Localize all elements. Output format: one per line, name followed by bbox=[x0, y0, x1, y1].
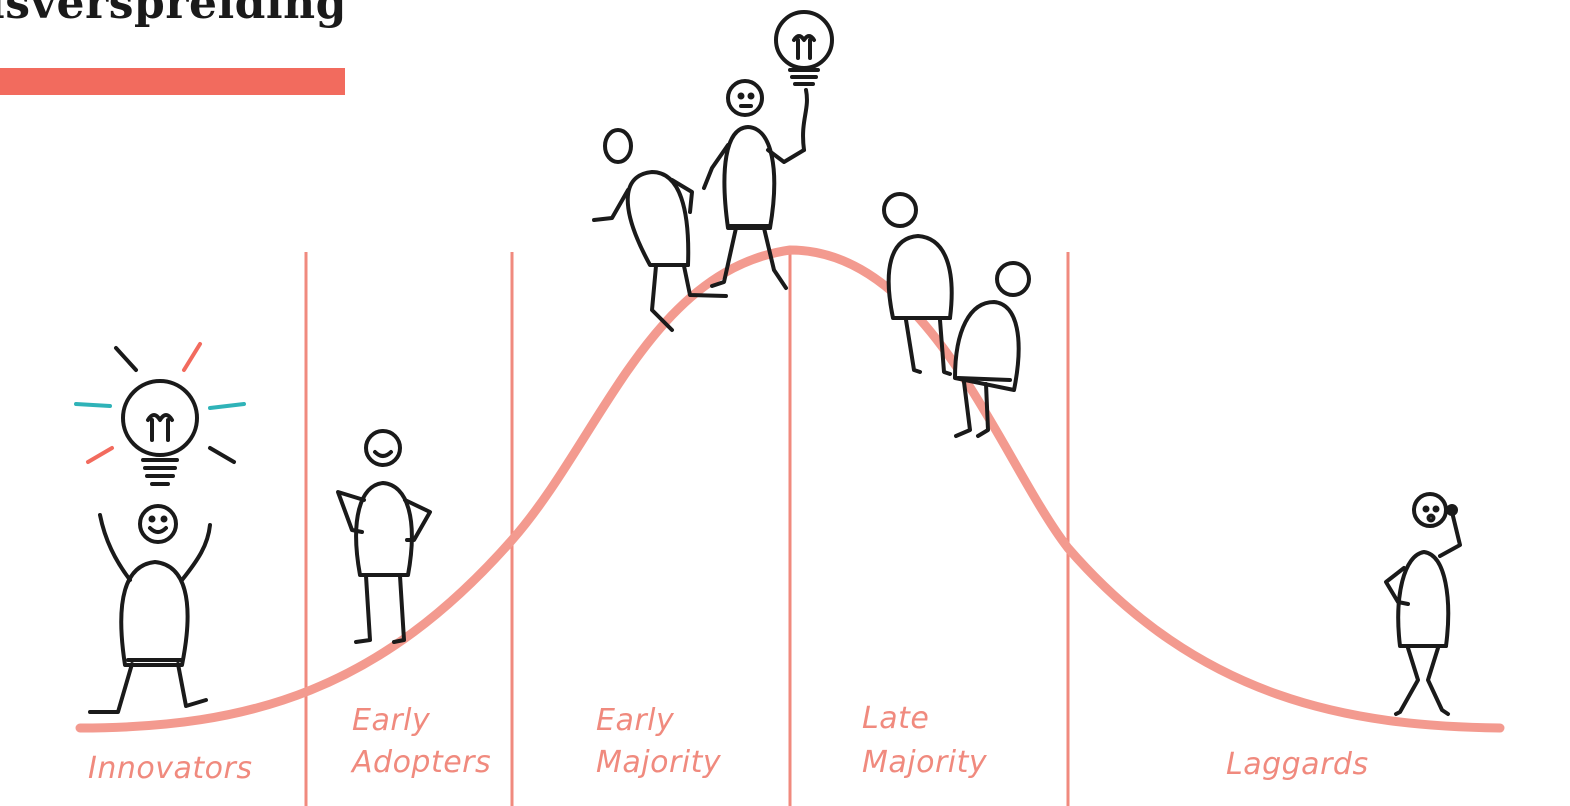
label-laggards: Laggards bbox=[1226, 747, 1369, 782]
balloon-lightbulb-icon bbox=[774, 10, 834, 86]
label-early-adopters-2: Adopters bbox=[350, 745, 491, 780]
late-majority-figures bbox=[882, 192, 1031, 438]
label-early-adopters-1: Early bbox=[352, 703, 431, 738]
title-underline-bar bbox=[0, 68, 345, 95]
label-early-majority-2: Majority bbox=[596, 745, 722, 780]
label-innovators: Innovators bbox=[88, 751, 252, 786]
label-late-majority-1: Late bbox=[862, 701, 929, 736]
page-title: isverspreiding bbox=[0, 0, 347, 29]
early-majority-figures bbox=[592, 10, 834, 332]
early-adopter-figure bbox=[336, 429, 432, 644]
label-early-majority-1: Early bbox=[596, 703, 675, 738]
lightbulb-icon bbox=[74, 342, 246, 486]
adoption-curve bbox=[75, 245, 1505, 733]
segment-dividers bbox=[304, 252, 1070, 806]
segment-labels: Innovators Early Adopters Early Majority… bbox=[88, 701, 1369, 786]
innovator-figure bbox=[74, 342, 246, 714]
laggard-figure bbox=[1384, 492, 1462, 716]
label-late-majority-2: Majority bbox=[862, 745, 988, 780]
